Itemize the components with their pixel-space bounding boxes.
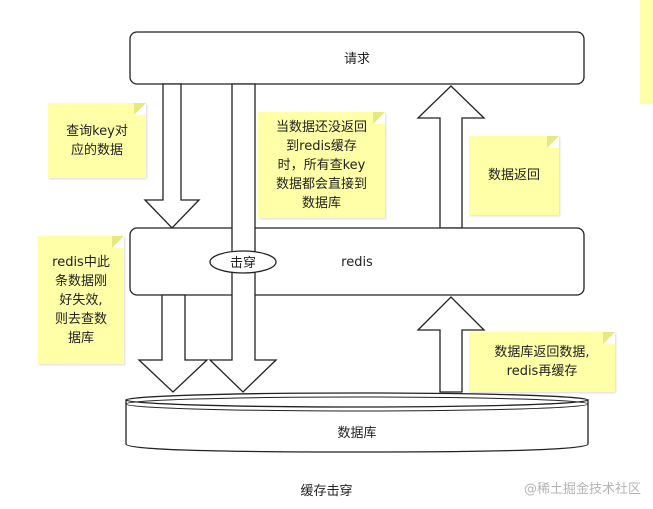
breakdown-tag (209, 250, 277, 274)
request-box (129, 31, 585, 85)
breakdown-down-arrow (208, 83, 278, 393)
redis-label: redis (341, 255, 373, 270)
note-before-return-text: 当数据还没返回 到redis缓存 时，所有查key 数据都会直接到 数据库 (275, 119, 367, 211)
redis-miss-down-arrow (137, 294, 209, 393)
watermark: @稀土掘金技术社区 (523, 482, 641, 497)
note-db-return-text: 数据库返回数据, redis再缓存 (494, 345, 590, 379)
note-redis-expired: redis中此 条数据刚 好失效, 则去查数 据库 (38, 236, 124, 364)
note-db-return: 数据库返回数据, redis再缓存 (469, 332, 615, 392)
data-return-up-arrow (416, 85, 486, 229)
note-data-return: 数据返回 (469, 136, 559, 215)
note-before-return: 当数据还没返回 到redis缓存 时，所有查key 数据都会直接到 数据库 (258, 112, 385, 218)
note-query-key-text: 查询key对 应的数据 (66, 123, 128, 158)
db-return-up-arrow (416, 296, 486, 393)
query-down-arrow (143, 83, 201, 229)
note-data-return-text: 数据返回 (487, 168, 540, 183)
diagram-caption: 缓存击穿 (300, 484, 353, 499)
edge-note-fragment (640, 0, 653, 104)
note-redis-expired-text: redis中此 条数据刚 好失效, 则去查数 据库 (52, 254, 110, 346)
breakdown-tag-label: 击穿 (230, 255, 256, 271)
note-query-key: 查询key对 应的数据 (48, 103, 146, 178)
database-cylinder (125, 392, 589, 453)
database-label: 数据库 (337, 425, 376, 441)
request-label: 请求 (344, 52, 370, 67)
